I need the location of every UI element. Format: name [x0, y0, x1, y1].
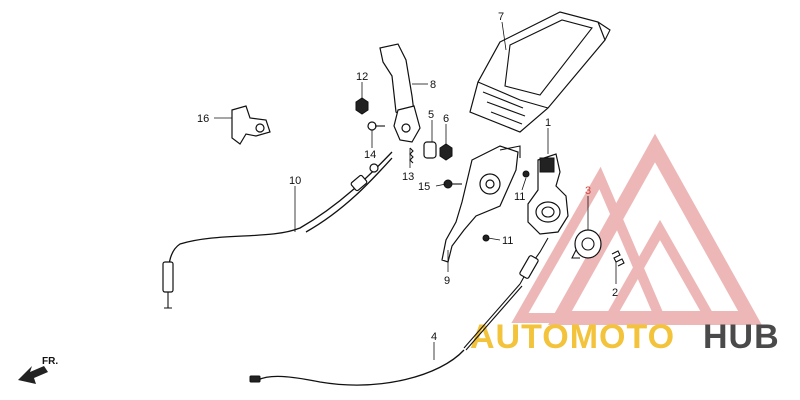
callout-10: 10 — [289, 175, 301, 187]
part-choke-assembly — [527, 153, 569, 235]
callout-8: 8 — [430, 79, 436, 91]
leader-lines — [214, 21, 617, 360]
callout-16: 16 — [197, 113, 209, 125]
part-bracket — [441, 145, 521, 263]
callout-15: 15 — [418, 181, 430, 193]
watermark: AUTOMOTO HUB — [470, 133, 780, 356]
front-arrow-icon — [18, 366, 48, 384]
callout-9: 9 — [444, 275, 450, 287]
callout-12: 12 — [356, 71, 368, 83]
callout-11-lower: 11 — [502, 235, 513, 247]
part-bolt-14 — [367, 121, 385, 131]
part-cable-10 — [162, 151, 393, 309]
callout-1: 1 — [545, 117, 551, 129]
part-nut-12 — [355, 97, 369, 115]
callout-4: 4 — [431, 331, 437, 343]
part-screw-11 — [482, 170, 530, 242]
part-clamp — [231, 105, 271, 145]
callout-13: 13 — [402, 171, 414, 183]
part-nut-6 — [439, 143, 453, 161]
callouts: 1 2 3 4 5 6 7 8 9 10 11 11 12 13 14 15 1… — [197, 11, 618, 343]
callout-7: 7 — [498, 11, 504, 23]
part-spring-13 — [409, 147, 414, 164]
part-cable-4 — [249, 237, 549, 386]
part-lever — [379, 43, 421, 143]
callout-11-upper: 11 — [514, 191, 525, 203]
front-direction-label: FR. — [42, 356, 58, 367]
part-spring — [611, 250, 625, 267]
part-bolt-15 — [443, 179, 462, 189]
watermark-brand-hub: HUB — [703, 318, 780, 356]
watermark-triangle-logo — [511, 133, 762, 325]
part-knob — [571, 229, 602, 259]
callout-3: 3 — [585, 185, 591, 197]
watermark-brand-auto: AUTOMOTO — [470, 318, 675, 356]
callout-2: 2 — [612, 287, 618, 299]
callout-14: 14 — [364, 149, 376, 161]
callout-6: 6 — [443, 113, 449, 125]
callout-5: 5 — [428, 109, 434, 121]
part-cover — [469, 11, 611, 133]
front-direction-indicator: FR. — [18, 356, 58, 384]
part-collar-5 — [423, 141, 437, 159]
